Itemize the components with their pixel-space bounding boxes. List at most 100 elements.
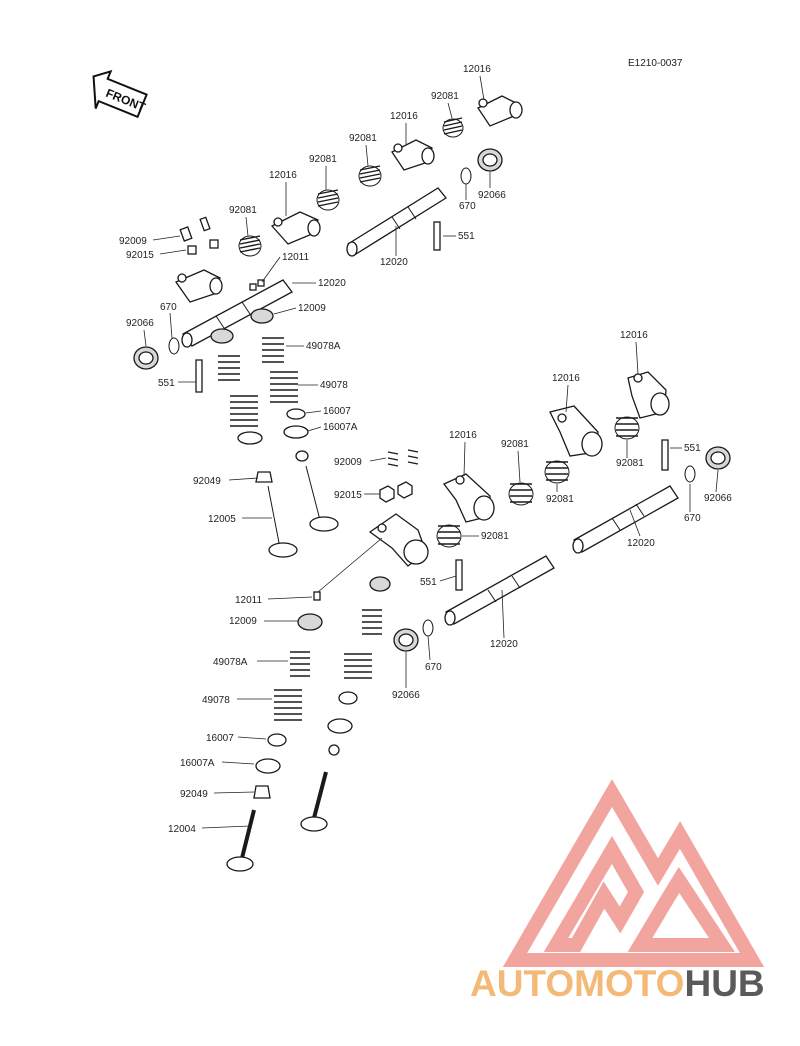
watermark-text-part2: HUB <box>684 963 764 1004</box>
part-label: 49078 <box>298 380 348 391</box>
part-label: 12016 <box>552 373 580 413</box>
part-label: 12020 <box>380 226 408 268</box>
svg-text:12016: 12016 <box>463 64 491 75</box>
pin-551-lower <box>455 559 463 591</box>
rocker-shaft-left <box>181 279 293 348</box>
svg-text:92009: 92009 <box>334 457 362 468</box>
part-label: 551 <box>420 575 457 588</box>
part-label: 92066 <box>126 318 154 347</box>
rocker-shaft-upper <box>346 187 447 257</box>
svg-text:92081: 92081 <box>349 133 377 144</box>
lock-nut-92015-mid <box>379 481 413 503</box>
svg-text:92015: 92015 <box>334 490 362 501</box>
part-label: 670 <box>160 302 177 339</box>
svg-text:551: 551 <box>458 231 475 242</box>
svg-text:670: 670 <box>684 513 701 524</box>
front-arrow-icon: FRONT <box>92 69 148 119</box>
svg-text:92081: 92081 <box>546 494 574 505</box>
part-label: 12016 <box>449 430 477 477</box>
part-label: 12020 <box>292 278 346 289</box>
part-label: 49078A <box>213 657 288 668</box>
part-label: 12016 <box>620 330 648 375</box>
svg-text:12004: 12004 <box>168 824 196 835</box>
svg-text:12009: 12009 <box>298 303 326 314</box>
part-label: 92081 <box>309 154 337 190</box>
svg-text:92009: 92009 <box>119 236 147 247</box>
part-label: 92081 <box>462 531 509 542</box>
plug-92066-lower <box>393 628 419 652</box>
spring-92081-f <box>544 460 570 484</box>
part-label: 551 <box>158 378 196 389</box>
adjust-screw-92009-mid <box>387 449 419 467</box>
part-label: 12004 <box>168 824 251 835</box>
plug-92066-right <box>705 446 731 470</box>
part-label: 16007A <box>307 422 358 433</box>
part-label: 551 <box>443 231 475 242</box>
part-label: 12020 <box>627 509 655 549</box>
svg-text:16007A: 16007A <box>180 758 215 769</box>
plug-92066-left <box>133 346 159 370</box>
rocker-arm-1 <box>477 95 523 127</box>
svg-text:92066: 92066 <box>126 318 154 329</box>
svg-text:92066: 92066 <box>704 493 732 504</box>
svg-text:92081: 92081 <box>481 531 509 542</box>
part-label: 12009 <box>273 303 326 315</box>
part-label: 92049 <box>193 476 259 487</box>
svg-text:AUTOMOTOHUB: AUTOMOTOHUB <box>470 963 765 1004</box>
valve-spring-inner-left <box>218 337 284 381</box>
o-ring-670-right <box>684 465 696 483</box>
svg-text:49078: 49078 <box>202 695 230 706</box>
part-label: 12005 <box>208 514 272 525</box>
part-label: 92009 <box>334 457 387 468</box>
spring-92081-d <box>238 235 262 257</box>
o-ring-670-left <box>168 337 180 355</box>
svg-text:92049: 92049 <box>193 476 221 487</box>
svg-text:92066: 92066 <box>392 690 420 701</box>
part-label: 92081 <box>431 91 459 119</box>
rocker-arm-7 <box>442 473 495 523</box>
svg-text:16007: 16007 <box>206 733 234 744</box>
svg-text:92081: 92081 <box>501 439 529 450</box>
part-label: 12011 <box>235 537 383 606</box>
part-labels: 12016 92081 12016 92081 92081 12016 9208… <box>119 64 732 835</box>
svg-text:670: 670 <box>459 201 476 212</box>
part-label: 92066 <box>478 172 506 201</box>
svg-text:12011: 12011 <box>282 252 310 263</box>
valve-stack-left <box>210 308 339 558</box>
part-label: 49078A <box>286 341 341 352</box>
svg-text:551: 551 <box>158 378 175 389</box>
part-label: 92081 <box>229 205 257 237</box>
part-label: 92049 <box>180 789 255 800</box>
spring-92081-b <box>358 165 382 187</box>
svg-text:12016: 12016 <box>552 373 580 384</box>
rocker-shaft-lower <box>444 555 555 626</box>
lock-nut-92015-upper <box>187 239 219 255</box>
svg-text:92015: 92015 <box>126 250 154 261</box>
valve-stack-lower <box>226 576 391 872</box>
o-ring-670-upper <box>460 167 472 185</box>
diagram-code: E1210-0037 <box>628 58 683 69</box>
valve-spring-outer-left <box>230 371 298 427</box>
part-label: 92081 <box>349 133 377 167</box>
svg-text:92081: 92081 <box>309 154 337 165</box>
svg-text:12016: 12016 <box>449 430 477 441</box>
svg-text:16007: 16007 <box>323 406 351 417</box>
svg-text:92081: 92081 <box>616 458 644 469</box>
pin-551-right <box>661 439 669 471</box>
part-label: 92015 <box>334 490 380 501</box>
clip-12011-lower <box>313 591 321 601</box>
watermark-text-part1: AUTOMOTO <box>470 963 684 1004</box>
part-label: 16007A <box>180 758 255 769</box>
rocker-shaft-right <box>572 485 679 554</box>
rocker-arm-8 <box>368 513 429 567</box>
spring-92081-c <box>316 189 340 211</box>
svg-text:49078A: 49078A <box>306 341 341 352</box>
adjust-screw-92009-upper <box>179 216 211 242</box>
svg-text:92081: 92081 <box>431 91 459 102</box>
spring-92081-e <box>614 416 640 440</box>
svg-text:12016: 12016 <box>269 170 297 181</box>
svg-text:12009: 12009 <box>229 616 257 627</box>
part-label: 12016 <box>390 111 418 144</box>
svg-text:12016: 12016 <box>390 111 418 122</box>
